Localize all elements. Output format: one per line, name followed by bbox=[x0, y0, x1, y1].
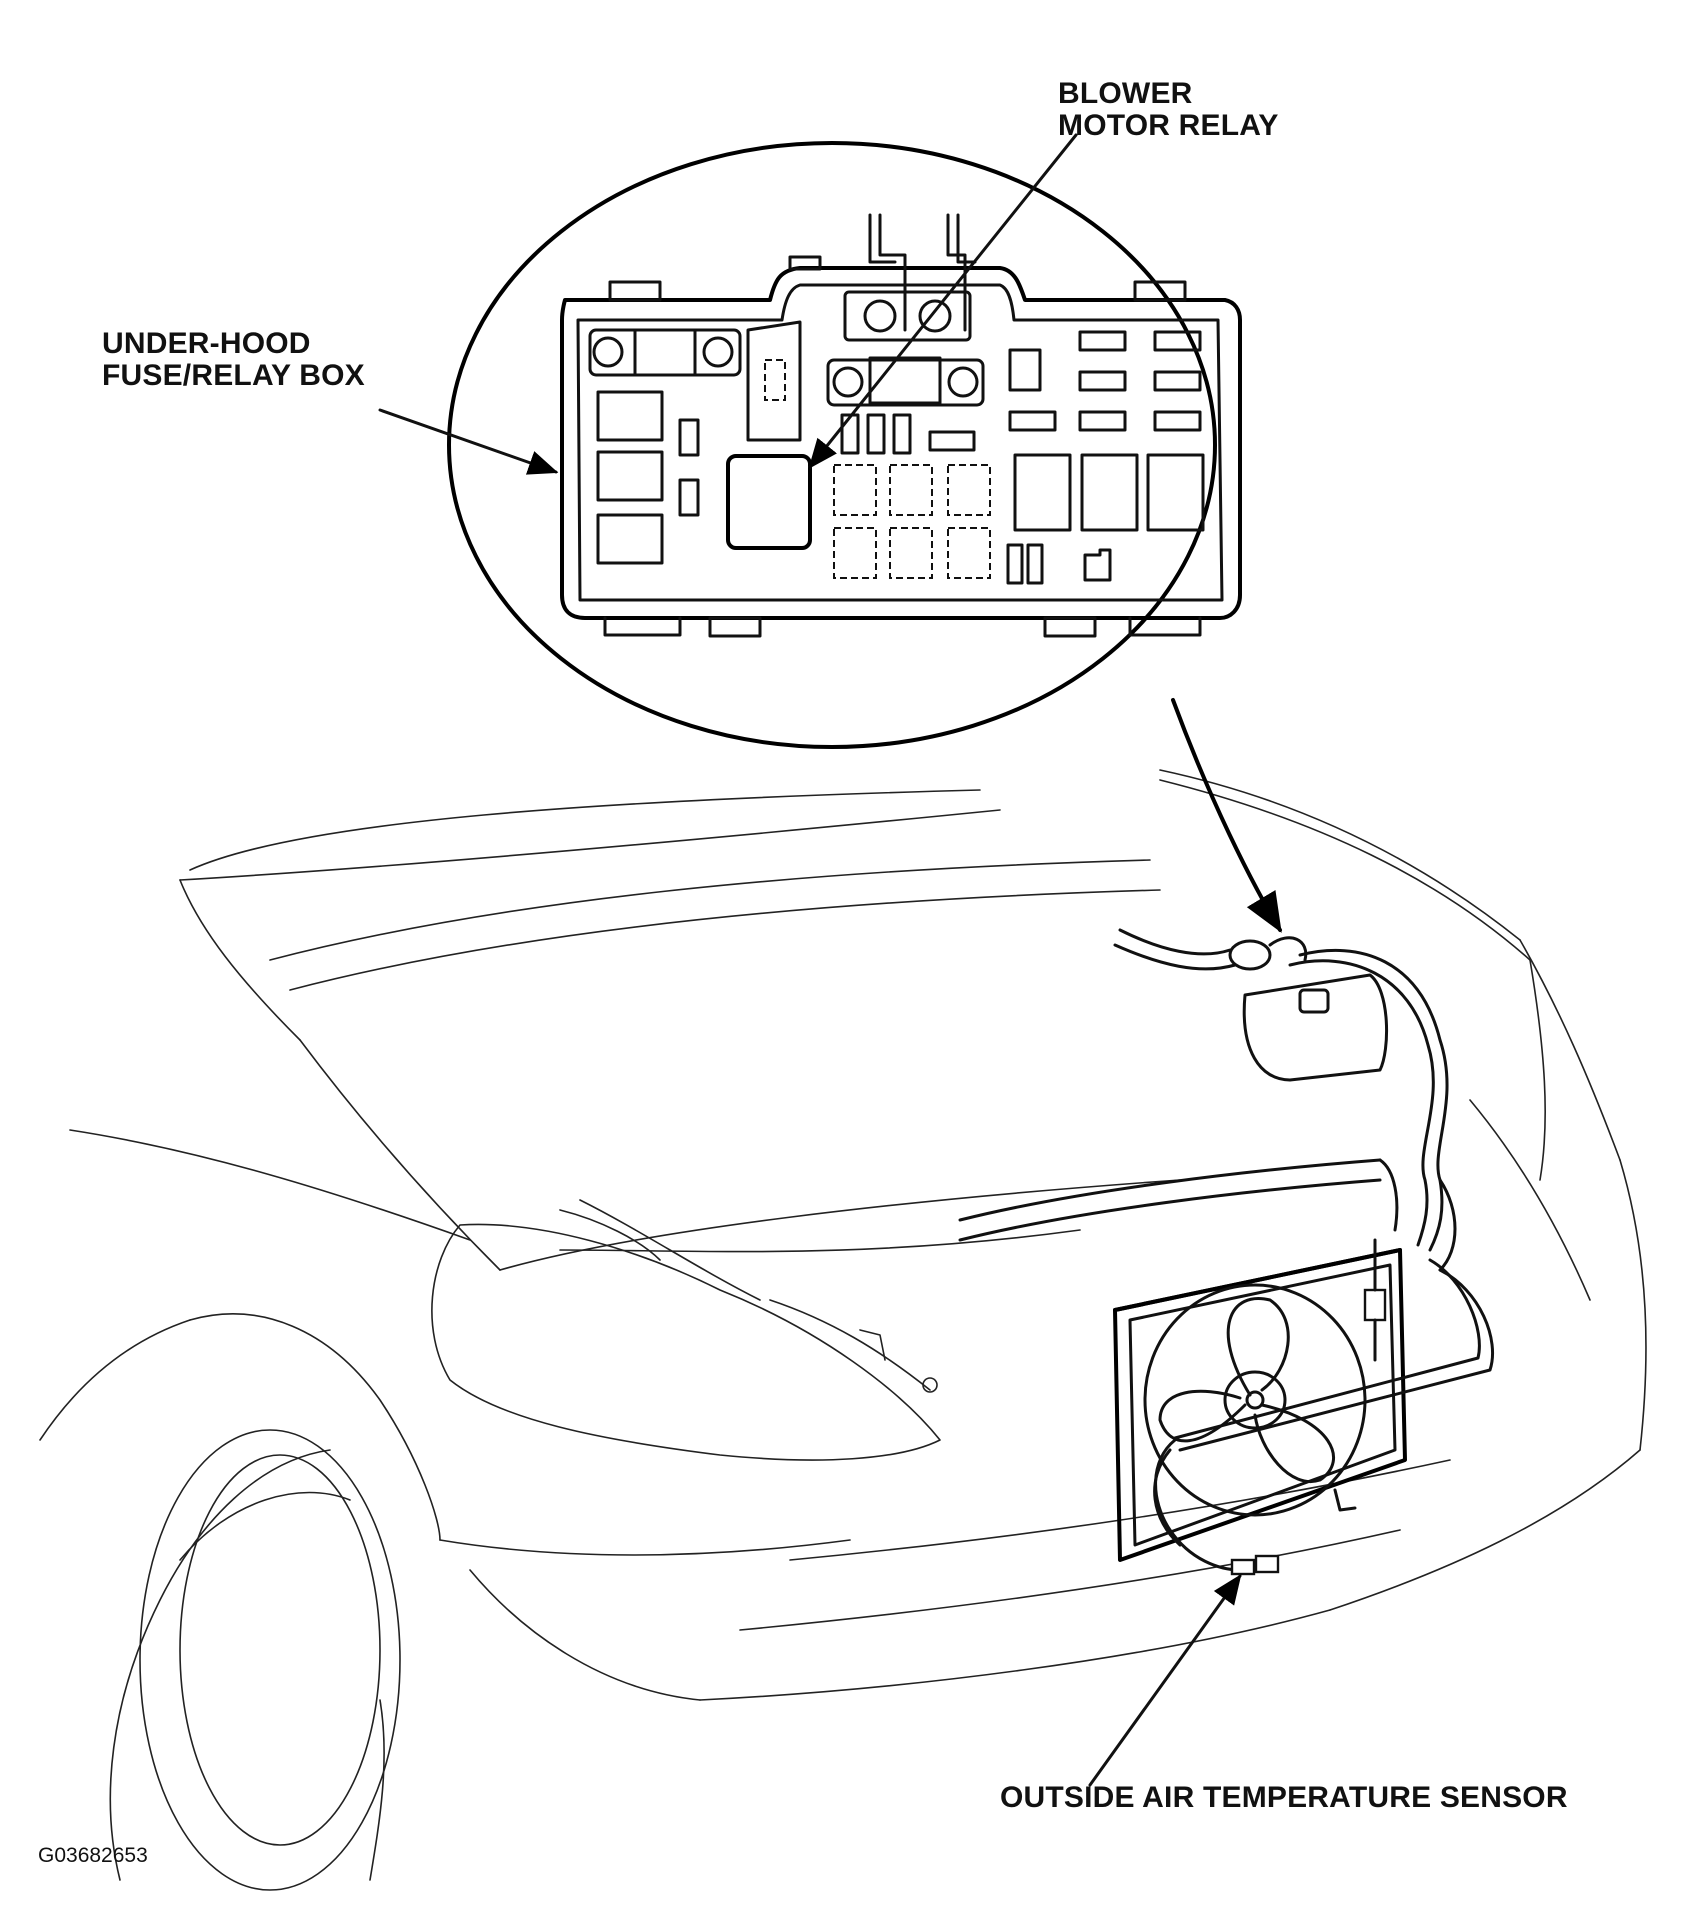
engine-bay-parts bbox=[1113, 928, 1457, 1272]
blower-motor-relay-label-line2: MOTOR RELAY bbox=[1058, 109, 1279, 142]
leader-arrows bbox=[378, 133, 1242, 1787]
outside-air-temperature-sensor-label-text: OUTSIDE AIR TEMPERATURE SENSOR bbox=[1000, 1781, 1568, 1814]
blower-motor-relay-block bbox=[726, 454, 812, 550]
radiator-fan-assembly bbox=[958, 1158, 1495, 1576]
fuse-box-leader bbox=[378, 408, 559, 475]
fuse-relay-box-label-line2: FUSE/RELAY BOX bbox=[102, 359, 365, 392]
blower-motor-relay-label: BLOWER MOTOR RELAY bbox=[1058, 78, 1279, 142]
sensor-leader bbox=[1088, 1573, 1242, 1787]
outside-air-temperature-sensor-label: OUTSIDE AIR TEMPERATURE SENSOR bbox=[1000, 1782, 1568, 1814]
detail-magnifier bbox=[447, 141, 1282, 933]
fuse-relay-box-label-line1: UNDER-HOOD bbox=[102, 327, 311, 360]
fuse-relay-box bbox=[560, 213, 1242, 638]
headlight bbox=[431, 1199, 941, 1461]
figure-reference-code: G03682653 bbox=[38, 1844, 148, 1867]
blower-relay-leader bbox=[808, 133, 1078, 469]
car-body-outline bbox=[39, 769, 1647, 1891]
fuse-relay-box-label: UNDER-HOOD FUSE/RELAY BOX bbox=[102, 328, 365, 392]
blower-motor-relay-label-line1: BLOWER bbox=[1058, 77, 1193, 110]
